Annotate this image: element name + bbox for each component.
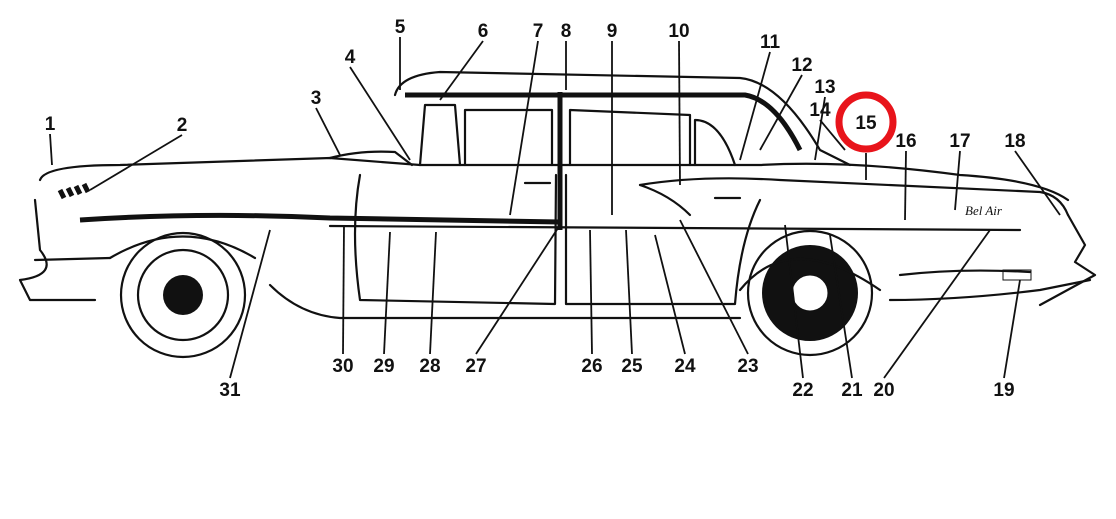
leader-line-23 xyxy=(679,219,749,355)
leader-line-6 xyxy=(439,40,484,101)
leader-line-29 xyxy=(383,231,391,355)
callout-31: 31 xyxy=(219,380,241,401)
leader-line-17 xyxy=(954,150,961,211)
leader-line-10 xyxy=(678,40,681,186)
leader-lines xyxy=(49,37,1061,379)
leader-line-7 xyxy=(509,40,539,216)
leader-line-30 xyxy=(342,224,345,355)
callout-13: 13 xyxy=(814,77,835,98)
callout-10: 10 xyxy=(668,21,689,42)
callout-4: 4 xyxy=(345,47,356,68)
callout-8: 8 xyxy=(561,21,572,42)
callout-22: 22 xyxy=(792,380,813,401)
leader-line-20 xyxy=(883,229,991,379)
leader-line-19 xyxy=(1003,279,1021,379)
leader-line-2 xyxy=(89,134,183,191)
callout-5: 5 xyxy=(395,17,406,38)
callout-18: 18 xyxy=(1004,131,1025,152)
leader-line-16 xyxy=(904,150,907,221)
leader-line-3 xyxy=(315,107,341,156)
leader-line-24 xyxy=(654,234,686,355)
leader-line-21 xyxy=(829,234,853,379)
callout-12: 12 xyxy=(791,55,812,76)
callout-7: 7 xyxy=(533,21,544,42)
callout-9: 9 xyxy=(607,21,618,42)
callout-2: 2 xyxy=(177,115,188,136)
callout-25: 25 xyxy=(621,356,643,377)
callout-3: 3 xyxy=(311,88,322,109)
callout-11: 11 xyxy=(760,32,781,53)
callout-27: 27 xyxy=(465,356,486,377)
callout-1: 1 xyxy=(45,114,56,135)
bel-air-emblem: Bel Air xyxy=(965,203,1003,218)
callout-26: 26 xyxy=(581,356,602,377)
callout-24: 24 xyxy=(674,356,696,377)
leader-line-25 xyxy=(625,229,633,355)
callout-17: 17 xyxy=(949,131,970,152)
callout-14: 14 xyxy=(809,100,831,121)
leader-line-22 xyxy=(784,224,804,379)
callout-28: 28 xyxy=(419,356,440,377)
leader-line-28 xyxy=(429,231,437,355)
leader-line-26 xyxy=(589,229,593,355)
callout-29: 29 xyxy=(373,356,394,377)
callout-19: 19 xyxy=(993,380,1014,401)
callout-16: 16 xyxy=(895,131,916,152)
highlight-circle xyxy=(835,91,897,153)
leader-line-4 xyxy=(349,66,411,161)
leader-line-1 xyxy=(49,133,53,166)
leader-line-13 xyxy=(814,96,826,161)
highlighted-callout: 15 xyxy=(855,113,877,134)
leader-line-27 xyxy=(475,224,561,355)
leader-line-14 xyxy=(819,119,846,151)
car-body: Bel Air xyxy=(18,70,1097,359)
leader-line-12 xyxy=(759,74,803,151)
callout-20: 20 xyxy=(873,380,894,401)
callout-23: 23 xyxy=(737,356,758,377)
callout-6: 6 xyxy=(478,21,489,42)
leader-line-31 xyxy=(229,229,271,379)
leader-line-18 xyxy=(1014,150,1061,216)
leader-line-11 xyxy=(739,51,771,161)
callout-30: 30 xyxy=(332,356,353,377)
callout-21: 21 xyxy=(841,380,863,401)
